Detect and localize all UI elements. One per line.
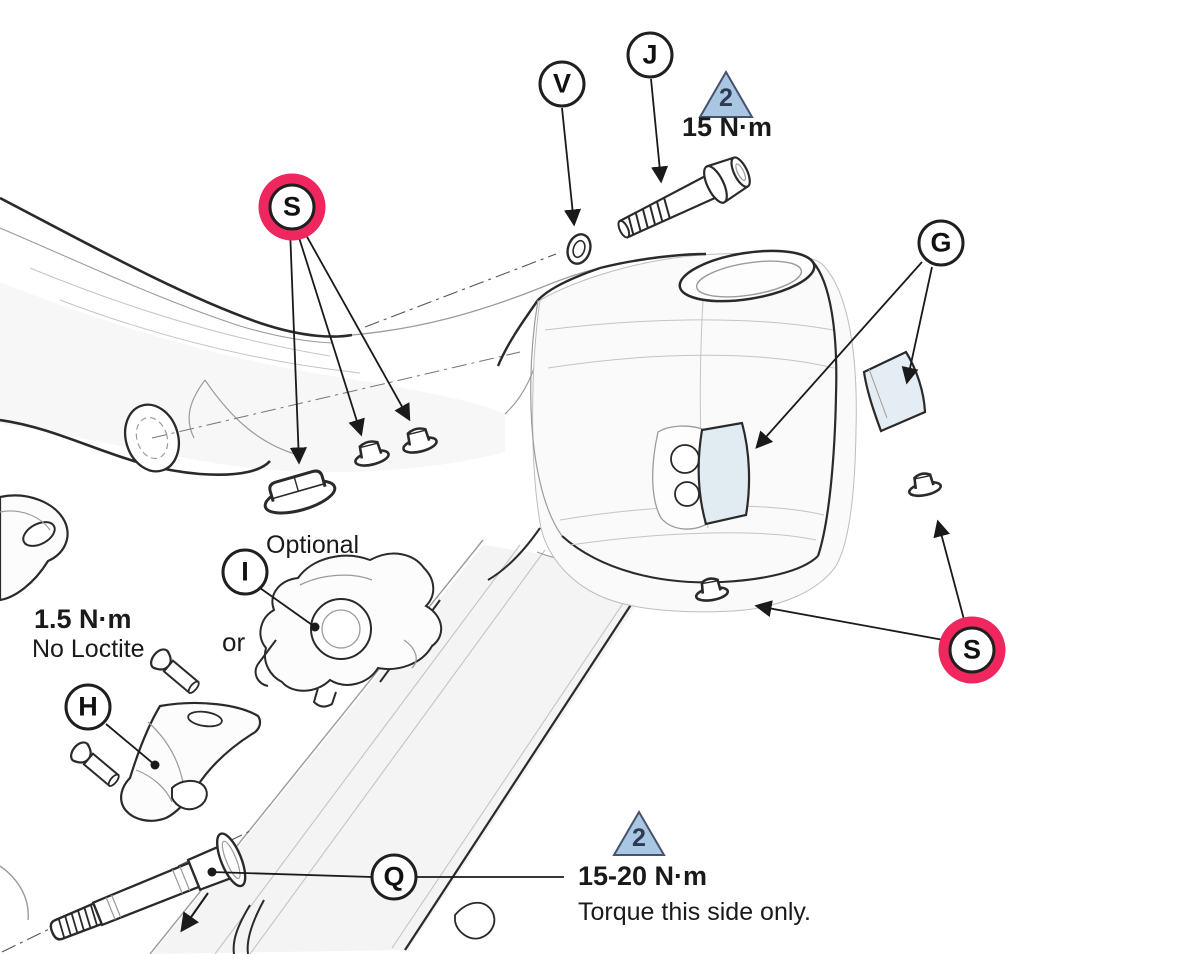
head-tube-outline (487, 249, 857, 613)
warning-triangle-icon (698, 70, 754, 118)
callout-h: H (64, 683, 112, 731)
warning-triangle-bottom: 2 (612, 810, 666, 857)
cover-g-part (862, 350, 927, 433)
torque-label-top: 15 N·m (681, 112, 773, 142)
leader-g-a (901, 266, 933, 385)
leader-i (259, 587, 316, 628)
torque-note-bottom: Torque this side only. (578, 898, 811, 926)
warning-triangle-top: 2 (698, 70, 754, 119)
leader-j (650, 78, 669, 184)
leader-v (561, 107, 582, 227)
accessory-mount-i-part (254, 552, 442, 708)
warning-triangle-icon (612, 810, 666, 856)
washer-v-part (566, 233, 592, 265)
callout-g: G (917, 219, 965, 267)
leader-dots (150, 622, 320, 877)
leader-s1-b (295, 227, 365, 437)
callout-j: J (626, 31, 674, 79)
screw-part (150, 648, 200, 695)
callout-i: I (221, 548, 269, 596)
or-label: or (222, 627, 246, 657)
left-bracket-part (0, 494, 69, 602)
frame-drawing (0, 78, 967, 954)
leader-lines (105, 78, 967, 878)
leader-q-left (211, 871, 373, 878)
leader-s1-a (289, 228, 307, 465)
torque-label-left: 1.5 N·m (34, 604, 132, 634)
leader-g-b (755, 261, 923, 449)
callout-s-highlighted-left: S (268, 183, 316, 231)
callout-s-highlighted-right: S (948, 626, 996, 674)
thru-axle-q-part (1, 829, 253, 953)
no-loctite-label: No Loctite (32, 635, 145, 663)
torque-label-bottom: 15-20 N·m (578, 861, 708, 891)
warning-number: 2 (719, 84, 733, 112)
leader-h (105, 723, 156, 766)
callout-v: V (538, 60, 586, 108)
bracket-h-part (120, 701, 262, 822)
leader-s1-c (300, 225, 411, 422)
leader-s2-b (754, 600, 950, 642)
warning-number: 2 (632, 824, 646, 852)
handlebar-outline (0, 196, 601, 476)
grommet-parts (263, 427, 943, 602)
cover-g-installed (697, 421, 751, 526)
callout-q: Q (370, 853, 418, 901)
bolt-j-part (617, 156, 751, 239)
screw-part (70, 741, 120, 788)
optional-label: Optional (266, 531, 360, 559)
leader-s2-a (933, 519, 967, 628)
